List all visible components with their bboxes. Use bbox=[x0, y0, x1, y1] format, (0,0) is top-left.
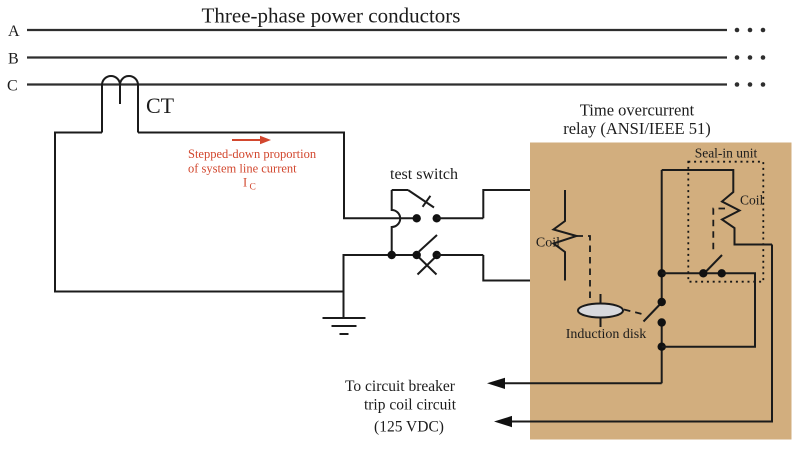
conductor-a-continuation-dots bbox=[734, 27, 766, 33]
red-note-current-subscript: C bbox=[250, 183, 256, 193]
red-note-line1: Stepped-down proportion bbox=[188, 147, 317, 161]
conductor-b-label: B bbox=[8, 51, 19, 68]
seal-in-link bbox=[712, 207, 725, 252]
ct-secondary-feed-wire bbox=[138, 131, 417, 220]
seal-in-boundary bbox=[687, 160, 765, 283]
test-switch-label: test switch bbox=[390, 166, 458, 183]
trip-output-1 bbox=[487, 377, 662, 389]
trip-output-2 bbox=[494, 244, 773, 428]
stepped-down-current-note: Stepped-down proportion of system line c… bbox=[188, 135, 317, 193]
ground-symbol bbox=[322, 291, 366, 335]
seal-in-coil-label: Coil bbox=[740, 193, 764, 208]
trip-note-line1: To circuit breaker bbox=[345, 378, 456, 395]
main-contact-blade bbox=[642, 301, 663, 323]
trip-note-line3: (125 VDC) bbox=[374, 419, 444, 436]
trip-note-line2: trip coil circuit bbox=[364, 397, 457, 414]
relay-title-line2: relay (ANSI/IEEE 51) bbox=[563, 119, 711, 138]
ct-label: CT bbox=[146, 93, 175, 118]
ct-symbol bbox=[101, 75, 139, 133]
seal-in-label: Seal-in unit bbox=[695, 146, 758, 161]
test-switch-jumper bbox=[390, 189, 408, 255]
conductor-b-continuation-dots bbox=[734, 55, 766, 60]
test-switch-bottom-contact bbox=[342, 234, 484, 292]
trip-arrow-1 bbox=[487, 377, 505, 389]
ct-secondary-return-wire bbox=[54, 131, 344, 293]
red-note-line2: of system line current bbox=[188, 162, 297, 176]
induction-disk-label: Induction disk bbox=[566, 327, 647, 342]
induction-disk bbox=[577, 294, 624, 327]
main-coil-label: Coil bbox=[536, 236, 560, 251]
conductor-a-label: A bbox=[8, 23, 20, 40]
test-switch-top-contact bbox=[407, 189, 484, 223]
current-direction-arrowhead bbox=[260, 135, 271, 145]
coil-disk-link bbox=[576, 235, 591, 302]
page-title: Three-phase power conductors bbox=[202, 4, 461, 28]
top-switch-blade bbox=[407, 189, 435, 209]
trip-arrow-2 bbox=[494, 415, 512, 428]
red-note-current-symbol: I bbox=[243, 176, 247, 190]
main-contact bbox=[642, 170, 666, 384]
bottom-switch-cross bbox=[416, 255, 438, 276]
seal-in-contact-blade bbox=[704, 254, 723, 273]
seal-in-contact bbox=[661, 207, 756, 348]
seal-in-coil bbox=[661, 169, 772, 246]
conductor-c-continuation-dots bbox=[734, 82, 766, 87]
conductor-c-label: C bbox=[7, 78, 18, 95]
top-switch-tick bbox=[421, 195, 432, 208]
bottom-switch-blade bbox=[418, 234, 438, 253]
disk-contact-link bbox=[623, 308, 643, 315]
relay-title-line1: Time overcurrent bbox=[580, 101, 695, 120]
